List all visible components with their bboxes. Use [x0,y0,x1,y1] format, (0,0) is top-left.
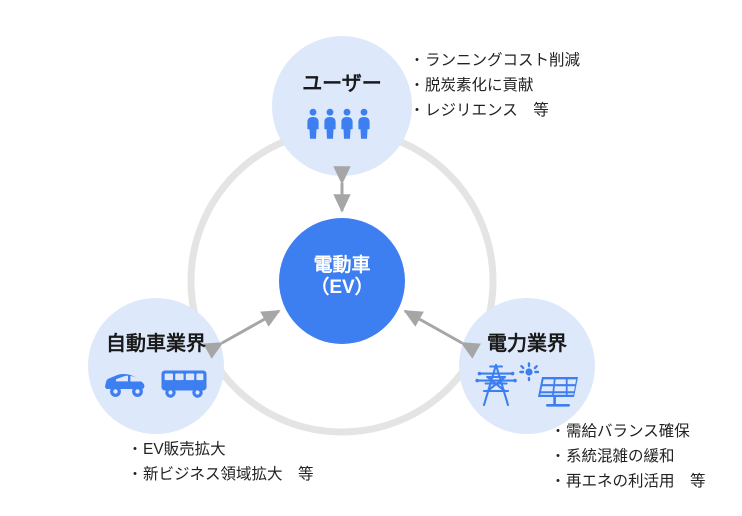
node-label-user: ユーザー [272,73,412,96]
list-item: ・ 脱炭素化に貢献 [410,73,580,98]
bullet-text: 系統混雑の緩和 [566,448,675,466]
arrow-power-center [403,309,481,359]
bullets-user: ・ ランニングコスト削減 ・ 脱炭素化に貢献 ・ レジリエンス 等 [410,48,580,123]
bullet-marker: ・ [551,423,565,439]
bullet-marker: ・ [410,52,424,68]
node-circle-user[interactable] [272,36,412,176]
list-item: ・ 需給バランス確保 [551,419,706,444]
node-label-automotive-text: 自動車業界 [106,333,206,355]
node-label-automotive: 自動車業界 [86,333,226,356]
center-label-line1: 電動車 [313,255,371,276]
bullet-text: レジリエンス 等 [425,102,549,120]
bullets-power: ・ 需給バランス確保 ・ 系統混雑の緩和 ・ 再エネの利活用 等 [551,419,706,494]
bullet-text: 脱炭素化に貢献 [425,77,534,95]
bullet-text: 再エネの利活用 等 [566,473,706,491]
bullet-marker: ・ [128,466,142,483]
bullet-marker: ・ [551,473,565,490]
node-circle-center-ev[interactable] [279,218,405,344]
list-item: ・ ランニングコスト削減 [410,48,580,73]
center-label-line2: （EV） [310,276,374,298]
node-label-power: 電力業界 [457,333,597,356]
bullets-automotive: ・ EV販売拡大 ・ 新ビジネス領域拡大 等 [128,437,314,487]
car-and-bus-icon [104,367,210,401]
list-item: ・ 再エネの利活用 等 [551,469,706,494]
node-label-center-ev: 電動車 （EV） [272,255,412,299]
pylon-and-solar-panel-icon [474,361,580,409]
list-item: ・ 新ビジネス領域拡大 等 [128,462,314,487]
node-label-user-text: ユーザー [302,73,382,95]
arrow-automotive-center [203,309,281,359]
list-item: ・ 系統混雑の緩和 [551,444,706,469]
node-circle-automotive[interactable] [88,298,224,434]
bullet-text: 需給バランス確保 [566,423,690,440]
bullet-text: ランニングコスト削減 [425,52,581,69]
bullet-marker: ・ [128,441,142,457]
bullet-marker: ・ [410,77,424,94]
bullet-text: EV販売拡大 [143,441,226,458]
people-group-icon [304,108,380,140]
bullet-marker: ・ [410,102,424,119]
bullet-text: 新ビジネス領域拡大 等 [143,466,314,484]
node-circle-power[interactable] [459,298,595,434]
list-item: ・ EV販売拡大 [128,437,314,462]
list-item: ・ レジリエンス 等 [410,98,580,123]
node-label-power-text: 電力業界 [487,333,567,355]
bullet-marker: ・ [551,448,565,465]
